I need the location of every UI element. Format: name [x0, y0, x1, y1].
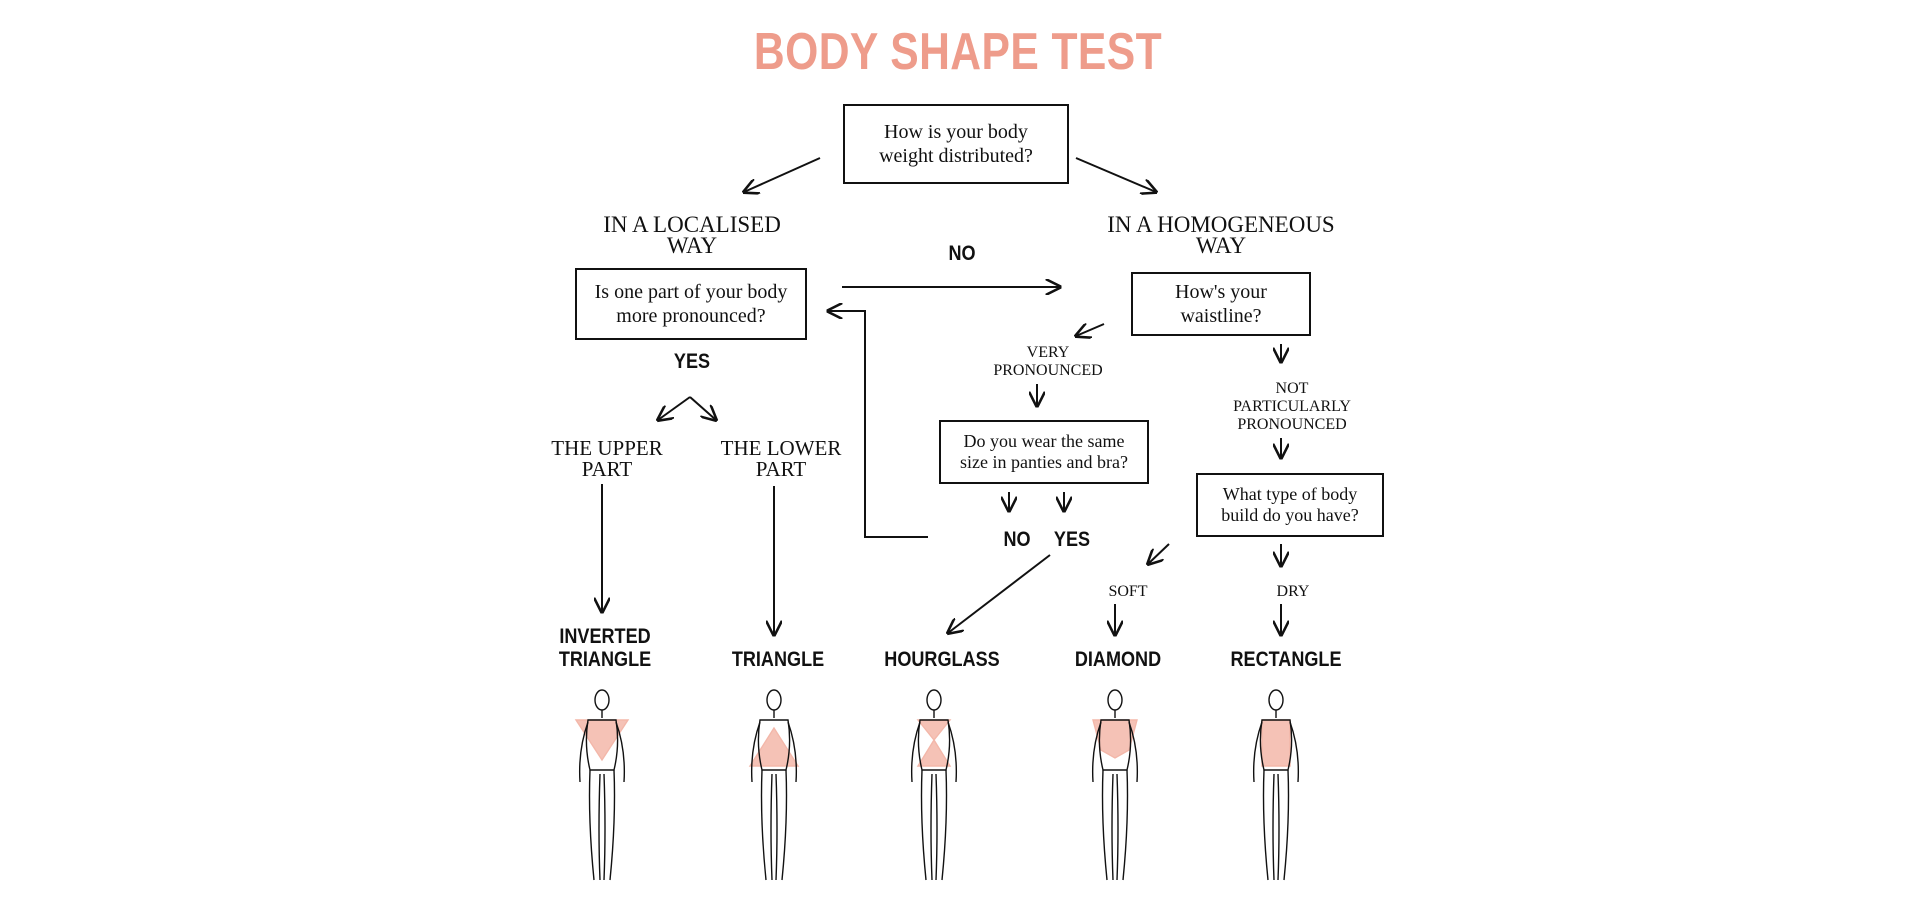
arrow-build-soft	[1148, 543, 1170, 564]
option-very-pronounced: VERY PRONOUNCED	[993, 344, 1103, 379]
arrow-waist-very	[1076, 324, 1105, 336]
answer-no-bottom: NO	[1003, 528, 1031, 551]
answer-no-top: NO	[948, 242, 976, 265]
option-upper-part: THE UPPER PART	[551, 436, 663, 481]
option-not-pronounced: NOT PARTICULARLY PRONOUNCED	[1233, 380, 1351, 433]
option-soft: SOFT	[1108, 583, 1148, 600]
question-body-build: What type of body build do you have?	[1196, 473, 1384, 537]
question-weight-distribution: How is your body weight distributed?	[843, 104, 1069, 184]
answer-yes-bottom: YES	[1053, 528, 1091, 551]
rectangle-figure	[1252, 689, 1300, 881]
question-waistline: How's your waistline?	[1131, 272, 1311, 336]
arrow-yes-lower	[689, 396, 716, 420]
question-waistline-text: How's your waistline?	[1175, 281, 1267, 327]
option-lower-part: THE LOWER PART	[720, 436, 842, 481]
result-triangle: TRIANGLE	[731, 648, 825, 671]
answer-yes-left: YES	[673, 350, 711, 373]
question-body-build-text: What type of body build do you have?	[1221, 484, 1359, 525]
result-rectangle: RECTANGLE	[1230, 648, 1342, 671]
question-same-size: Do you wear the same size in panties and…	[939, 420, 1149, 484]
hourglass-figure	[910, 689, 958, 881]
arrow-to-localised	[744, 157, 821, 192]
page-title: BODY SHAPE TEST	[753, 23, 1163, 81]
triangle-figure	[748, 689, 800, 881]
option-dry: DRY	[1276, 583, 1310, 600]
question-same-size-text: Do you wear the same size in panties and…	[960, 431, 1128, 472]
option-homogeneous: IN A HOMOGENEOUS WAY	[1107, 212, 1335, 258]
arrow-to-homogeneous	[1075, 157, 1156, 192]
arrow-no-loop-back	[828, 311, 928, 538]
body-figures	[574, 689, 1300, 881]
result-diamond: DIAMOND	[1074, 648, 1162, 671]
arrow-yes-upper	[658, 396, 691, 420]
question-part-pronounced: Is one part of your body more pronounced…	[575, 268, 807, 340]
inverted-triangle-figure	[574, 689, 630, 881]
diamond-figure	[1091, 689, 1139, 881]
question-weight-distribution-text: How is your body weight distributed?	[879, 121, 1033, 167]
result-hourglass: HOURGLASS	[884, 648, 1000, 671]
arrow-yes-hourglass	[948, 554, 1051, 633]
option-localised: IN A LOCALISED WAY	[603, 212, 781, 258]
result-inverted-triangle: INVERTED TRIANGLE	[558, 625, 652, 671]
question-part-pronounced-text: Is one part of your body more pronounced…	[594, 281, 788, 327]
